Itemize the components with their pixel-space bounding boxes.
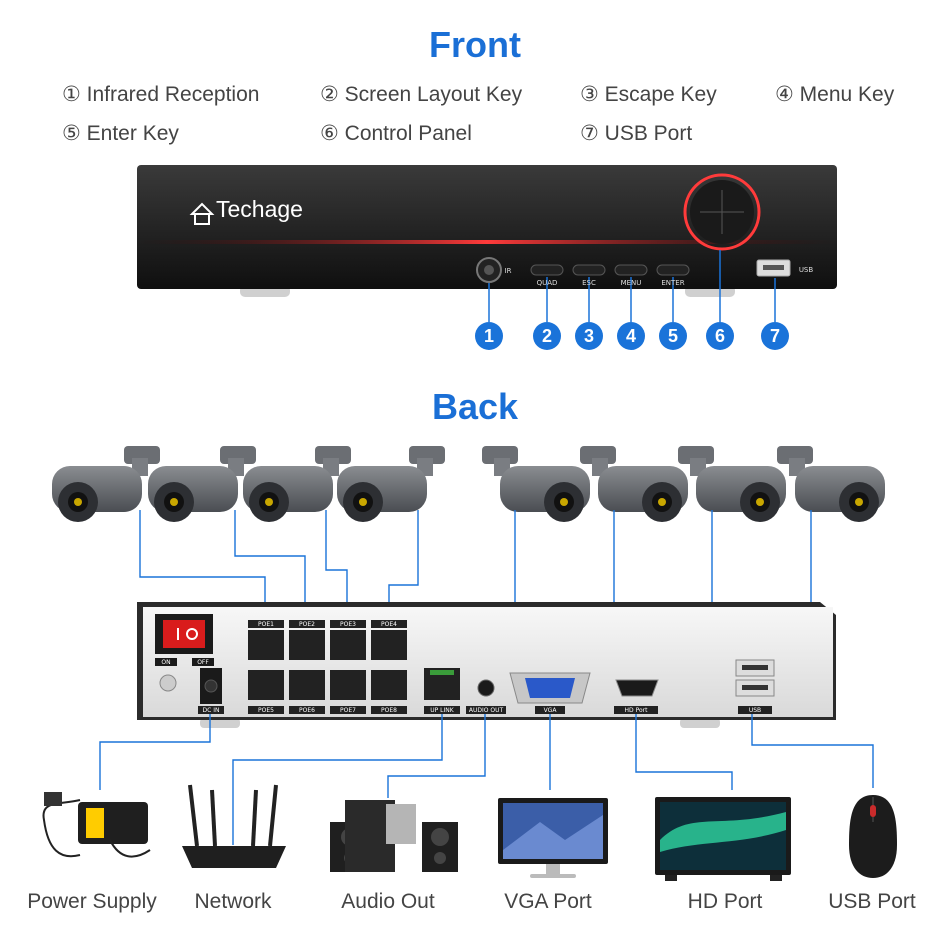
esc-button[interactable] <box>572 264 606 276</box>
vga-label: VGA <box>544 707 558 714</box>
on-label: ON <box>161 659 170 666</box>
monitor-icon <box>498 798 608 878</box>
camera-8 <box>777 446 885 522</box>
nvr-front <box>137 165 837 297</box>
quad-label: QUAD <box>537 279 558 287</box>
poe4-port[interactable] <box>371 630 407 660</box>
front-title: Front <box>429 24 521 65</box>
caption-audio-out: Audio Out <box>341 890 435 913</box>
audio-out-jack[interactable] <box>477 679 495 697</box>
camera-2 <box>148 446 256 522</box>
poe-ports <box>248 630 775 704</box>
legend-control-panel: ⑥ Control Panel <box>320 122 472 145</box>
poe3-port[interactable] <box>330 630 366 660</box>
enter-button[interactable] <box>656 264 690 276</box>
red-light-stripe <box>137 240 837 244</box>
camera-5 <box>482 446 590 522</box>
enter-label: ENTER <box>661 279 684 287</box>
tv-icon <box>655 797 791 881</box>
badge-6: 6 <box>706 322 734 350</box>
legend-enter: ⑤ Enter Key <box>62 122 179 145</box>
camera-6 <box>580 446 688 522</box>
poe2-port[interactable] <box>289 630 325 660</box>
poe6-label: POE6 <box>299 707 315 714</box>
legend-screen-layout: ② Screen Layout Key <box>320 83 523 106</box>
badge-1: 1 <box>475 322 503 350</box>
usb-back-label: USB <box>749 707 761 714</box>
poe2-label: POE2 <box>299 621 315 628</box>
esc-label: ESC <box>582 279 596 287</box>
legend-infrared: ① Infrared Reception <box>62 83 260 106</box>
badge-connectors <box>488 250 776 322</box>
ir-label: IR <box>505 267 512 275</box>
poe6-port[interactable] <box>289 670 325 700</box>
badge-3: 3 <box>575 322 603 350</box>
router-icon <box>182 784 286 868</box>
poe4-label: POE4 <box>381 621 397 628</box>
ground-screw <box>159 674 177 692</box>
poe7-port[interactable] <box>330 670 366 700</box>
menu-button[interactable] <box>614 264 648 276</box>
hdmi-port[interactable] <box>615 679 659 697</box>
camera-1 <box>52 446 160 522</box>
poe7-label: POE7 <box>340 707 356 714</box>
control-panel-ring[interactable] <box>683 173 761 251</box>
uplink-label: UP LINK <box>430 707 455 714</box>
badge-7: 7 <box>761 322 789 350</box>
legend-escape: ③ Escape Key <box>580 83 717 106</box>
power-supply-icon <box>42 792 151 858</box>
badge-4: 4 <box>617 322 645 350</box>
quad-button[interactable] <box>530 264 564 276</box>
mouse-icon <box>849 795 897 878</box>
poe8-label: POE8 <box>381 707 397 714</box>
legend-menu: ④ Menu Key <box>775 83 895 106</box>
off-label: OFF <box>197 659 209 666</box>
brand-logo-text: Techage <box>216 196 303 222</box>
audio-out-label: AUDIO OUT <box>469 707 504 714</box>
badge-2: 2 <box>533 322 561 350</box>
caption-vga-port: VGA Port <box>504 890 592 913</box>
camera-4 <box>337 446 445 522</box>
techage-logo-icon <box>189 202 215 225</box>
camera-7 <box>678 446 786 522</box>
hd-port-label: HD Port <box>625 707 649 714</box>
dc-in-label: DC IN <box>203 707 220 714</box>
caption-power-supply: Power Supply <box>27 890 157 913</box>
caption-usb-port: USB Port <box>828 890 916 913</box>
device-wires <box>99 712 874 845</box>
camera-3 <box>243 446 351 522</box>
back-title: Back <box>431 386 519 427</box>
poe5-label: POE5 <box>258 707 274 714</box>
speaker-icon <box>330 800 458 872</box>
poe1-port[interactable] <box>248 630 284 660</box>
cameras <box>52 446 885 522</box>
poe8-port[interactable] <box>371 670 407 700</box>
front-usb-label: USB <box>799 266 814 274</box>
badge-5: 5 <box>659 322 687 350</box>
legend-usb: ⑦ USB Port <box>580 122 693 145</box>
caption-hd-port: HD Port <box>687 890 763 913</box>
menu-label: MENU <box>621 279 642 287</box>
poe1-label: POE1 <box>258 621 274 628</box>
back-labels: ON OFF POE1 POE2 POE3 POE4 POE5 POE6 POE… <box>155 620 772 714</box>
poe5-port[interactable] <box>248 670 284 700</box>
poe3-label: POE3 <box>340 621 356 628</box>
caption-network: Network <box>194 890 272 913</box>
